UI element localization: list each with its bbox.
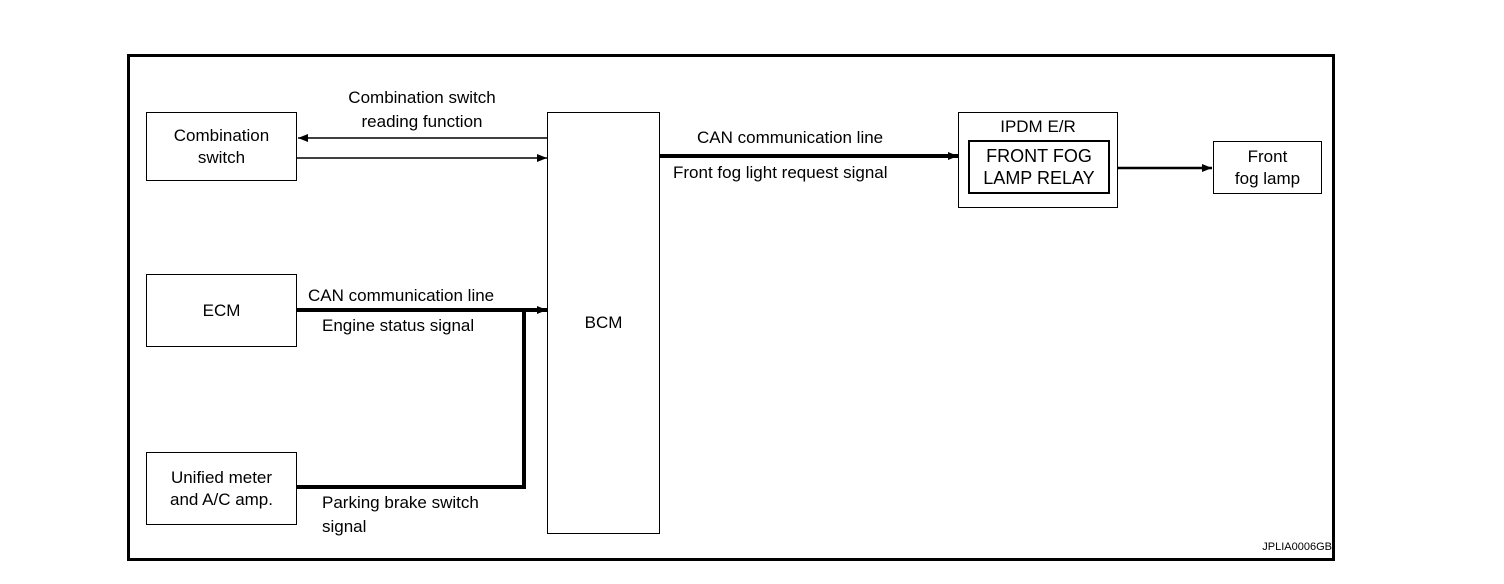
bcm-box: BCM bbox=[547, 112, 660, 534]
combination-reading-label: Combination switch reading function bbox=[348, 88, 496, 131]
wire-unified-meter-to-bcm bbox=[297, 310, 526, 489]
combination-switch-box: Combination switch bbox=[146, 112, 297, 181]
front-fog-lamp-box: Front fog lamp bbox=[1213, 141, 1322, 194]
unified-meter-box: Unified meter and A/C amp. bbox=[146, 452, 297, 525]
parking-brake-label: Parking brake switch signal bbox=[322, 493, 479, 536]
front-fog-request-label: Front fog light request signal bbox=[673, 163, 888, 182]
can-line-ipdm-label: CAN communication line bbox=[697, 128, 884, 147]
engine-status-label: Engine status signal bbox=[322, 316, 475, 335]
front-fog-lamp-relay-box: FRONT FOG LAMP RELAY bbox=[968, 140, 1110, 194]
ecm-box: ECM bbox=[146, 274, 297, 347]
diagram-frame bbox=[127, 54, 1335, 561]
can-line-ecm-label: CAN communication line bbox=[308, 286, 495, 305]
figure-id: JPLIA0006GB bbox=[1262, 541, 1332, 553]
ipdm-er-title: IPDM E/R bbox=[1000, 117, 1076, 136]
